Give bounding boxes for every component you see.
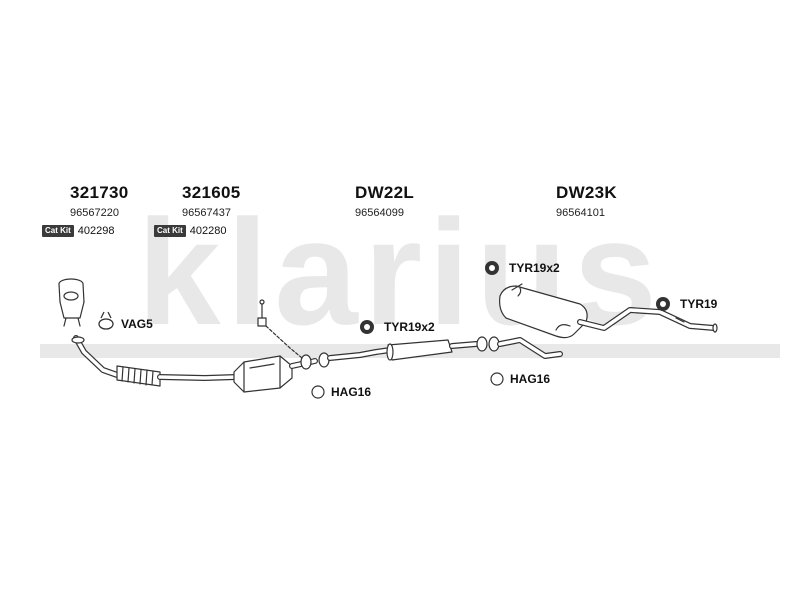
rear-silencer <box>499 283 588 339</box>
oem-number-96567437: 96567437 <box>182 207 231 219</box>
downpipe <box>73 335 123 379</box>
oem-number-96564099: 96564099 <box>355 207 404 219</box>
centre-silencer <box>386 339 479 361</box>
cat-kit-badge: Cat Kit <box>42 225 74 237</box>
flexi-section <box>116 365 161 387</box>
ring-icon <box>490 372 504 386</box>
fitting-label-tyr19x2-rear: TYR19x2 <box>509 261 560 275</box>
cat-kit-number: 402280 <box>189 225 227 237</box>
rubber-hanger-icon <box>360 320 374 334</box>
cat-kit-402280: Cat Kit 402280 <box>154 225 227 237</box>
rubber-hanger-icon <box>485 261 499 275</box>
catalytic-converter <box>233 355 293 393</box>
oem-number-96567220: 96567220 <box>70 207 119 219</box>
ring-icon <box>311 385 325 399</box>
fitting-label-vag5: VAG5 <box>121 317 153 331</box>
fitting-label-tyr19x2-front: TYR19x2 <box>384 320 435 334</box>
cat-kit-badge: Cat Kit <box>154 225 186 237</box>
gasket-front <box>300 352 330 370</box>
fitting-label-tyr19: TYR19 <box>680 297 718 311</box>
gasket-rear <box>476 336 500 352</box>
oem-number-96564101: 96564101 <box>556 207 605 219</box>
lambda-sensor <box>257 299 303 359</box>
front-pipe-flange <box>58 278 85 327</box>
fitting-label-hag16-rear: HAG16 <box>510 372 551 386</box>
clamp-icon <box>98 311 114 330</box>
part-number-321605: 321605 <box>182 183 241 202</box>
cat-kit-number: 402298 <box>77 225 115 237</box>
rubber-hanger-icon <box>656 297 670 311</box>
part-number-dw23k: DW23K <box>556 183 618 202</box>
part-number-321730: 321730 <box>70 183 129 202</box>
fitting-label-hag16-front: HAG16 <box>331 385 372 399</box>
cat-kit-402298: Cat Kit 402298 <box>42 225 115 237</box>
part-number-dw22l: DW22L <box>355 183 415 202</box>
